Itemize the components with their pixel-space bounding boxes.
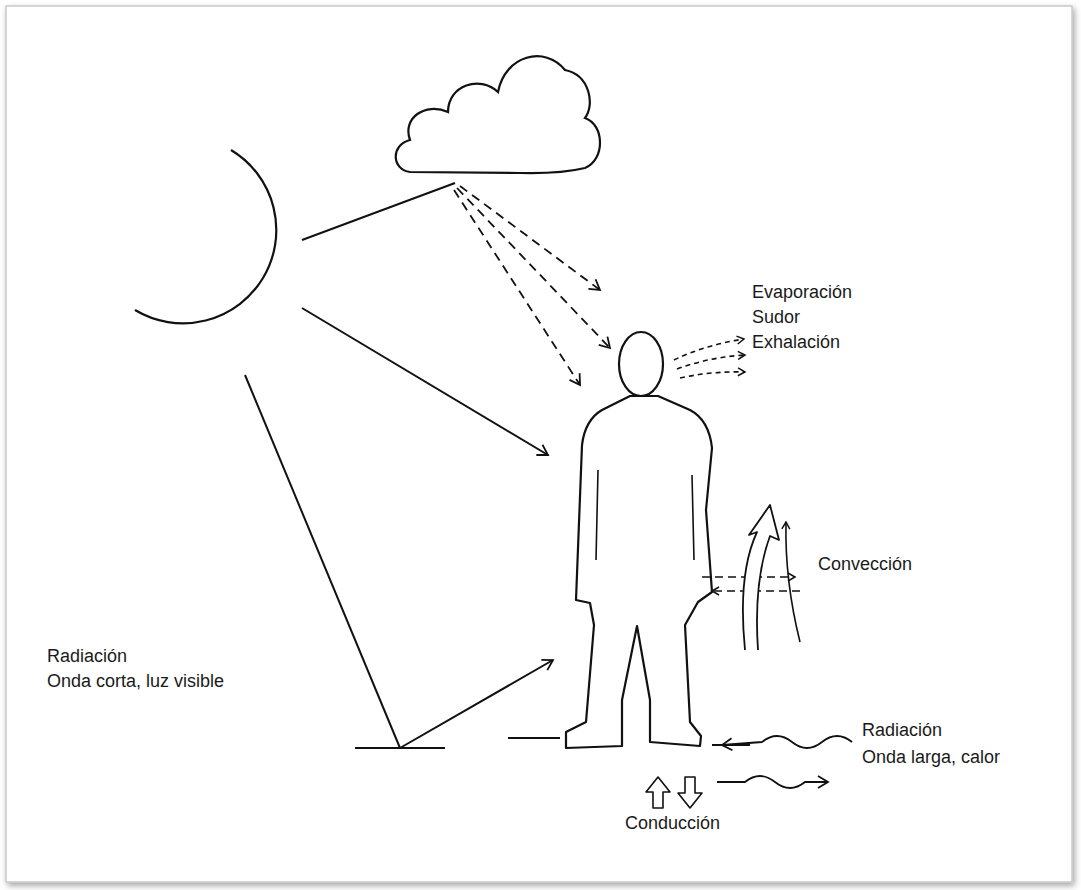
cloud bbox=[396, 56, 600, 173]
longwave-arrow bbox=[722, 736, 852, 748]
label-text: Onda corta, luz visible bbox=[47, 670, 224, 692]
person-arm bbox=[596, 470, 694, 560]
ray-to-person bbox=[302, 308, 548, 455]
label-text: Convección bbox=[818, 553, 912, 575]
evaporation-arrow bbox=[677, 355, 745, 369]
ray-to-ground bbox=[245, 375, 400, 748]
label-text: Radiación bbox=[862, 719, 942, 741]
label-text: Conducción bbox=[625, 812, 720, 834]
label-text: Evaporación bbox=[752, 281, 852, 303]
label-text: Exhalación bbox=[752, 331, 840, 353]
person-head bbox=[619, 332, 663, 396]
ray-to-cloud bbox=[302, 183, 455, 240]
label-text: Onda larga, calor bbox=[862, 746, 1000, 768]
ray-reflected bbox=[400, 660, 553, 748]
evaporation-arrow bbox=[674, 339, 744, 360]
label-text: Radiación bbox=[47, 645, 127, 667]
person-body bbox=[566, 396, 712, 748]
convection-arrow bbox=[786, 522, 800, 642]
conduction-arrow-up bbox=[646, 777, 670, 808]
longwave-arrow bbox=[717, 776, 828, 788]
evaporation-arrow bbox=[680, 372, 745, 378]
sun-arc bbox=[135, 150, 276, 323]
frame bbox=[6, 6, 1072, 882]
diffuse-ray bbox=[457, 188, 610, 348]
convection-open-arrow bbox=[743, 505, 779, 650]
label-text: Sudor bbox=[752, 306, 800, 328]
diffuse-ray bbox=[460, 186, 600, 290]
ground-line bbox=[355, 747, 445, 749]
conduction-arrow-down bbox=[678, 777, 702, 808]
diffuse-ray bbox=[454, 190, 580, 385]
ground-line bbox=[508, 737, 560, 739]
